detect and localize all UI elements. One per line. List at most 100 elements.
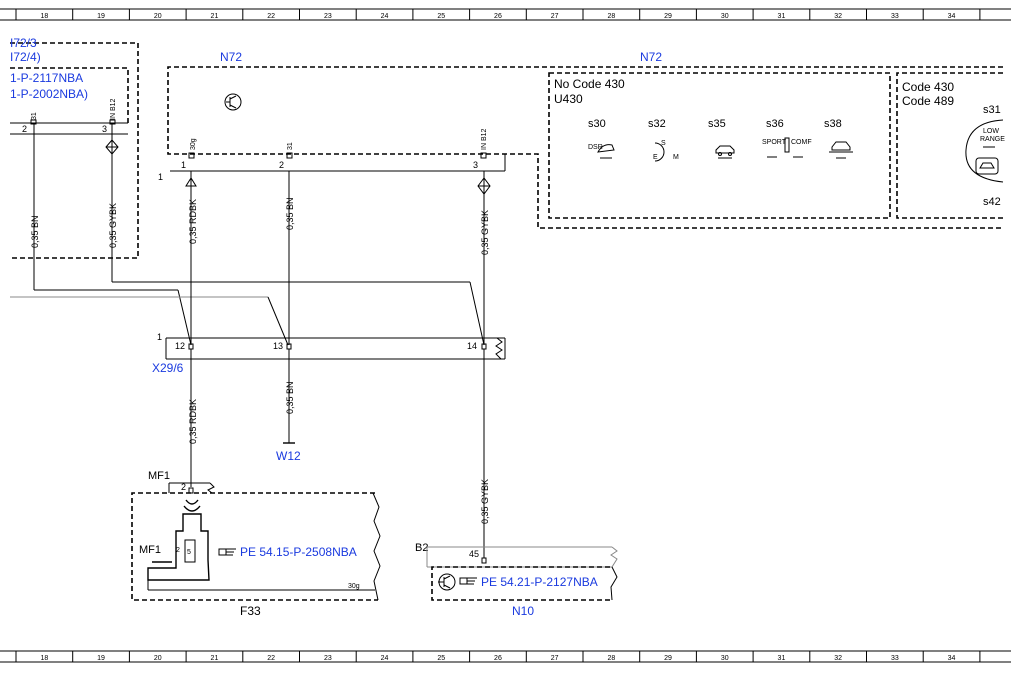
b2-label: B2 (415, 542, 428, 554)
wire-group-n72: 0,35 RDBK 0,35 BN 0,35 GYBK (185, 171, 491, 345)
wire-bn: 0,35 BN (285, 197, 295, 230)
switch-s36-label: s36 (766, 118, 784, 130)
panel-430-line2: Code 489 (902, 94, 954, 108)
x29-pin-13: 13 (273, 341, 283, 351)
w12-ground-link[interactable]: W12 (276, 449, 301, 463)
wire-gybk-2: 0,35 GYBK (480, 479, 490, 524)
bottom-grid-col-30: 30 (721, 655, 729, 662)
mf1-top-label: MF1 (148, 470, 170, 482)
bottom-grid-col-24: 24 (381, 655, 389, 662)
n72-pin-2: 2 (279, 160, 284, 170)
bottom-grid-col-33: 33 (891, 655, 899, 662)
n72-pin-1: 1 (181, 160, 186, 170)
bottom-grid-col-29: 29 (664, 655, 672, 662)
panel-no430-line2: U430 (554, 92, 583, 106)
top-grid-col-19: 19 (97, 13, 105, 20)
pin-inb12-tag: IN B12 (110, 98, 117, 120)
vehicle-icon-2 (975, 157, 999, 175)
n72-tag-30g: 30g (190, 138, 197, 150)
bottom-grid-col-25: 25 (437, 655, 445, 662)
n10-pe-reference-link[interactable]: PE 54.21-P-2127NBA (481, 575, 598, 589)
n72-outline (167, 66, 1003, 229)
x29-row-label: 1 (157, 332, 162, 342)
pin-2-label: 2 (22, 124, 27, 134)
svg-text:E: E (653, 154, 658, 161)
top-grid-col-21: 21 (211, 13, 219, 20)
mode-selector-icon: S E M (653, 140, 679, 162)
top-grid-col-23: 23 (324, 13, 332, 20)
bottom-grid-col-21: 21 (211, 655, 219, 662)
top-grid-col-30: 30 (721, 13, 729, 20)
top-grid-col-25: 25 (437, 13, 445, 20)
top-grid-col-32: 32 (834, 13, 842, 20)
switch-s30-label: s30 (588, 118, 606, 130)
wire-group-lower: 0,35 RDBK 0,35 BN 0,35 GYBK W12 (188, 349, 490, 558)
n10-block: B2 45 PE 54.21-P-2127NBA N10 (415, 542, 618, 618)
n72-pin-3: 3 (473, 160, 478, 170)
control-unit-icon (224, 93, 242, 111)
f33-pin-2: 2 (181, 482, 186, 492)
bottom-grid-col-31: 31 (778, 655, 786, 662)
top-grid-col-22: 22 (267, 13, 275, 20)
fuse-relay-body (147, 513, 210, 581)
wire-left-bn: 0,35 BN (30, 215, 40, 248)
svg-text:DSR: DSR (588, 144, 603, 151)
dsr-icon: DSR (588, 144, 615, 159)
pointing-hand-icon (218, 548, 236, 556)
f33-name: F33 (240, 604, 261, 618)
bottom-grid-col-34: 34 (948, 655, 956, 662)
top-grid-col-33: 33 (891, 13, 899, 20)
switch-s38-label: s38 (824, 118, 842, 130)
ref-i72-4-link[interactable]: I72/4) (10, 50, 41, 64)
sport-comf-icon: SPORT COMF (762, 137, 812, 158)
top-grid-col-18: 18 (40, 13, 48, 20)
bottom-grid-col-19: 19 (97, 655, 105, 662)
svg-text:COMF: COMF (791, 139, 812, 146)
bottom-grid-col-18: 18 (40, 655, 48, 662)
x29-pin-14: 14 (467, 341, 477, 351)
n72-label-right: N72 (640, 50, 662, 64)
top-grid-col-28: 28 (607, 13, 615, 20)
switch-s32-label: s32 (648, 118, 666, 130)
n72-tag-31: 31 (287, 142, 294, 150)
left-module-block: I72/3 I72/4) 1-P-2117NBA 1-P-2002NBA) 2 … (10, 36, 139, 259)
ref-i72-3-link[interactable]: I72/3 (10, 36, 37, 50)
pin-3-label: 3 (102, 124, 107, 134)
bottom-grid-col-20: 20 (154, 655, 162, 662)
switch-s35-label: s35 (708, 118, 726, 130)
f33-inner-pin-2: 2 (176, 547, 180, 554)
control-unit-icon-n10 (438, 573, 456, 591)
f33-inner-5: 5 (187, 549, 191, 556)
n72-tag-inb12: IN B12 (481, 128, 488, 150)
panel-no430-line1: No Code 430 (554, 77, 625, 91)
n72-row-label: 1 (158, 172, 163, 182)
bottom-grid-col-32: 32 (834, 655, 842, 662)
bottom-grid-col-28: 28 (607, 655, 615, 662)
ref-2002nba-link[interactable]: 1-P-2002NBA) (10, 87, 88, 101)
switch-s42-label: s42 (983, 196, 1001, 208)
ref-2117nba-link[interactable]: 1-P-2117NBA (10, 71, 83, 85)
n72-label-left: N72 (220, 50, 242, 64)
wire-rdbk-2: 0,35 RDBK (188, 399, 198, 444)
svg-text:M: M (673, 154, 679, 161)
x29-6-link[interactable]: X29/6 (152, 361, 184, 375)
vehicle-level-icon (829, 141, 853, 159)
n72-connector: 1 1 2 3 30g 31 IN B12 (158, 128, 506, 182)
f33-ground-30g: 30g (348, 583, 360, 590)
panel-no-code-430: No Code 430 U430 s30 s32 s35 s36 s38 DSR… (548, 72, 891, 219)
vehicle-icon (715, 145, 735, 159)
pin-31-tag: 31 (31, 112, 38, 120)
f33-block: MF1 2 2 5 MF1 30g PE 54.15-P-2508NBA F33 (131, 470, 381, 618)
x29-pin-12: 12 (175, 341, 185, 351)
bottom-grid-col-27: 27 (551, 655, 559, 662)
wire-left-gybk: 0,35 GYBK (108, 203, 118, 248)
wire-gybk: 0,35 GYBK (480, 210, 490, 255)
top-grid-col-26: 26 (494, 13, 502, 20)
svg-text:SPORT: SPORT (762, 139, 787, 146)
n10-name: N10 (512, 604, 534, 618)
mf1-left-label: MF1 (139, 544, 161, 556)
top-grid-col-31: 31 (778, 13, 786, 20)
f33-pe-reference-link[interactable]: PE 54.15-P-2508NBA (240, 545, 357, 559)
wire-rdbk: 0,35 RDBK (188, 199, 198, 244)
